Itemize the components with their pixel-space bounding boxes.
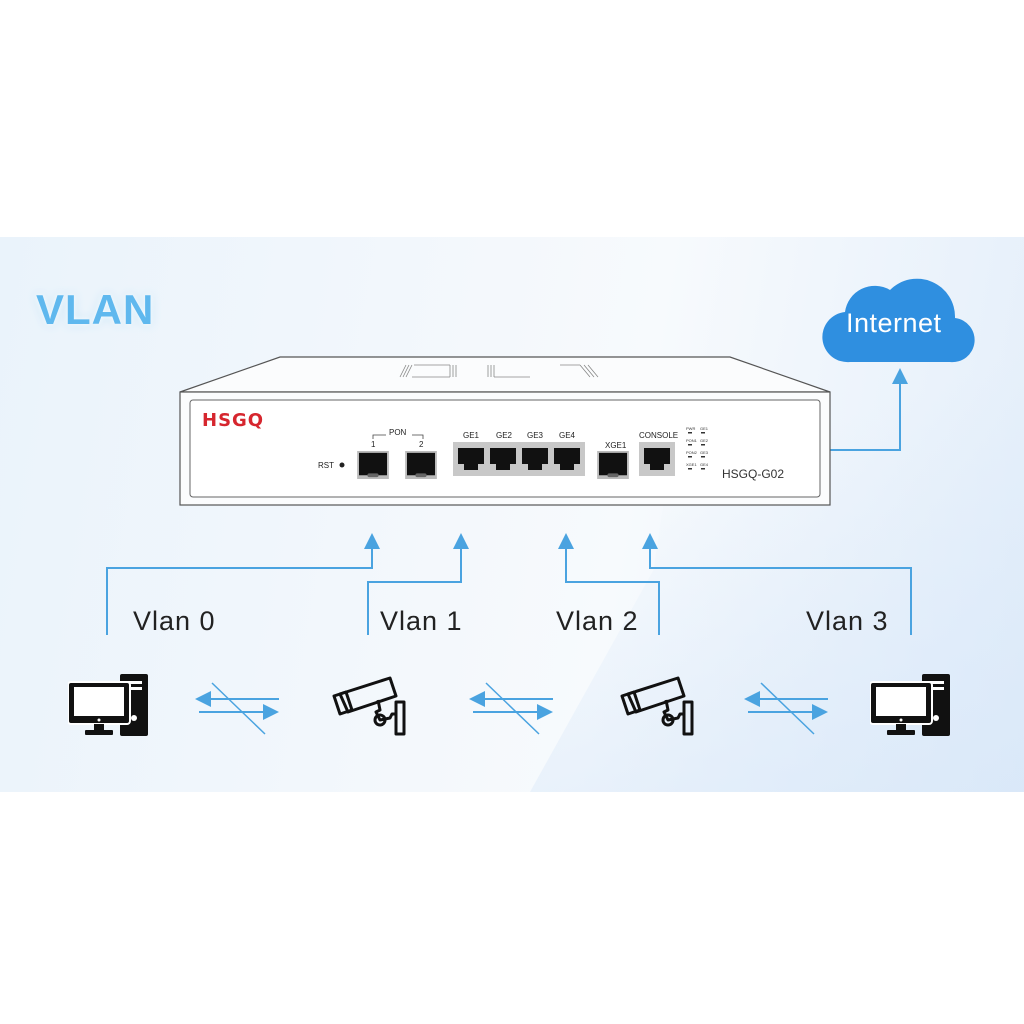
led-label: PWR xyxy=(686,426,696,431)
console-label: CONSOLE xyxy=(639,431,679,440)
computer-icon xyxy=(68,674,148,736)
led-label: GE4 xyxy=(700,462,709,467)
led-label: GE3 xyxy=(700,450,709,455)
reset-button xyxy=(339,462,345,468)
diagram-title: VLAN xyxy=(36,286,155,333)
vent-grille xyxy=(399,364,599,378)
vlan-1-label: Vlan 1 xyxy=(380,606,463,636)
status-leds xyxy=(688,432,705,470)
ge1-label: GE1 xyxy=(463,431,480,440)
vlan-0-label: Vlan 0 xyxy=(133,606,216,636)
blocked-traffic-icon xyxy=(748,683,828,734)
olt-device xyxy=(179,356,831,506)
led-label: GE1 xyxy=(700,426,709,431)
internet-cloud xyxy=(822,278,975,363)
ge3-label: GE3 xyxy=(527,431,544,440)
camera-icon xyxy=(620,676,694,736)
internet-label: Internet xyxy=(846,308,942,338)
xge1-label: XGE1 xyxy=(605,441,627,450)
computer-icon xyxy=(870,674,950,736)
led-label: PON2 xyxy=(686,450,697,455)
pon-port-2-label: 2 xyxy=(419,440,424,449)
xge1-port xyxy=(597,451,629,479)
pon-port-2 xyxy=(405,451,437,479)
led-label: GE2 xyxy=(700,438,709,443)
pon-group-label: PON xyxy=(389,428,407,437)
rst-label: RST xyxy=(318,461,334,470)
led-label: XGE1 xyxy=(686,462,697,467)
device-model: HSGQ-G02 xyxy=(722,467,785,481)
device-brand-logo: HSGQ xyxy=(202,410,265,431)
vlan-3-label: Vlan 3 xyxy=(806,606,889,636)
camera-icon xyxy=(332,676,406,736)
vlan-2-label: Vlan 2 xyxy=(556,606,639,636)
ge2-label: GE2 xyxy=(496,431,513,440)
pon-port-1 xyxy=(357,451,389,479)
pon-port-1-label: 1 xyxy=(371,440,376,449)
led-label: PON1 xyxy=(686,438,697,443)
vlan-connection-lines xyxy=(106,368,912,635)
blocked-traffic-icon xyxy=(199,683,279,734)
blocked-traffic-icon xyxy=(473,683,553,734)
ge4-label: GE4 xyxy=(559,431,576,440)
